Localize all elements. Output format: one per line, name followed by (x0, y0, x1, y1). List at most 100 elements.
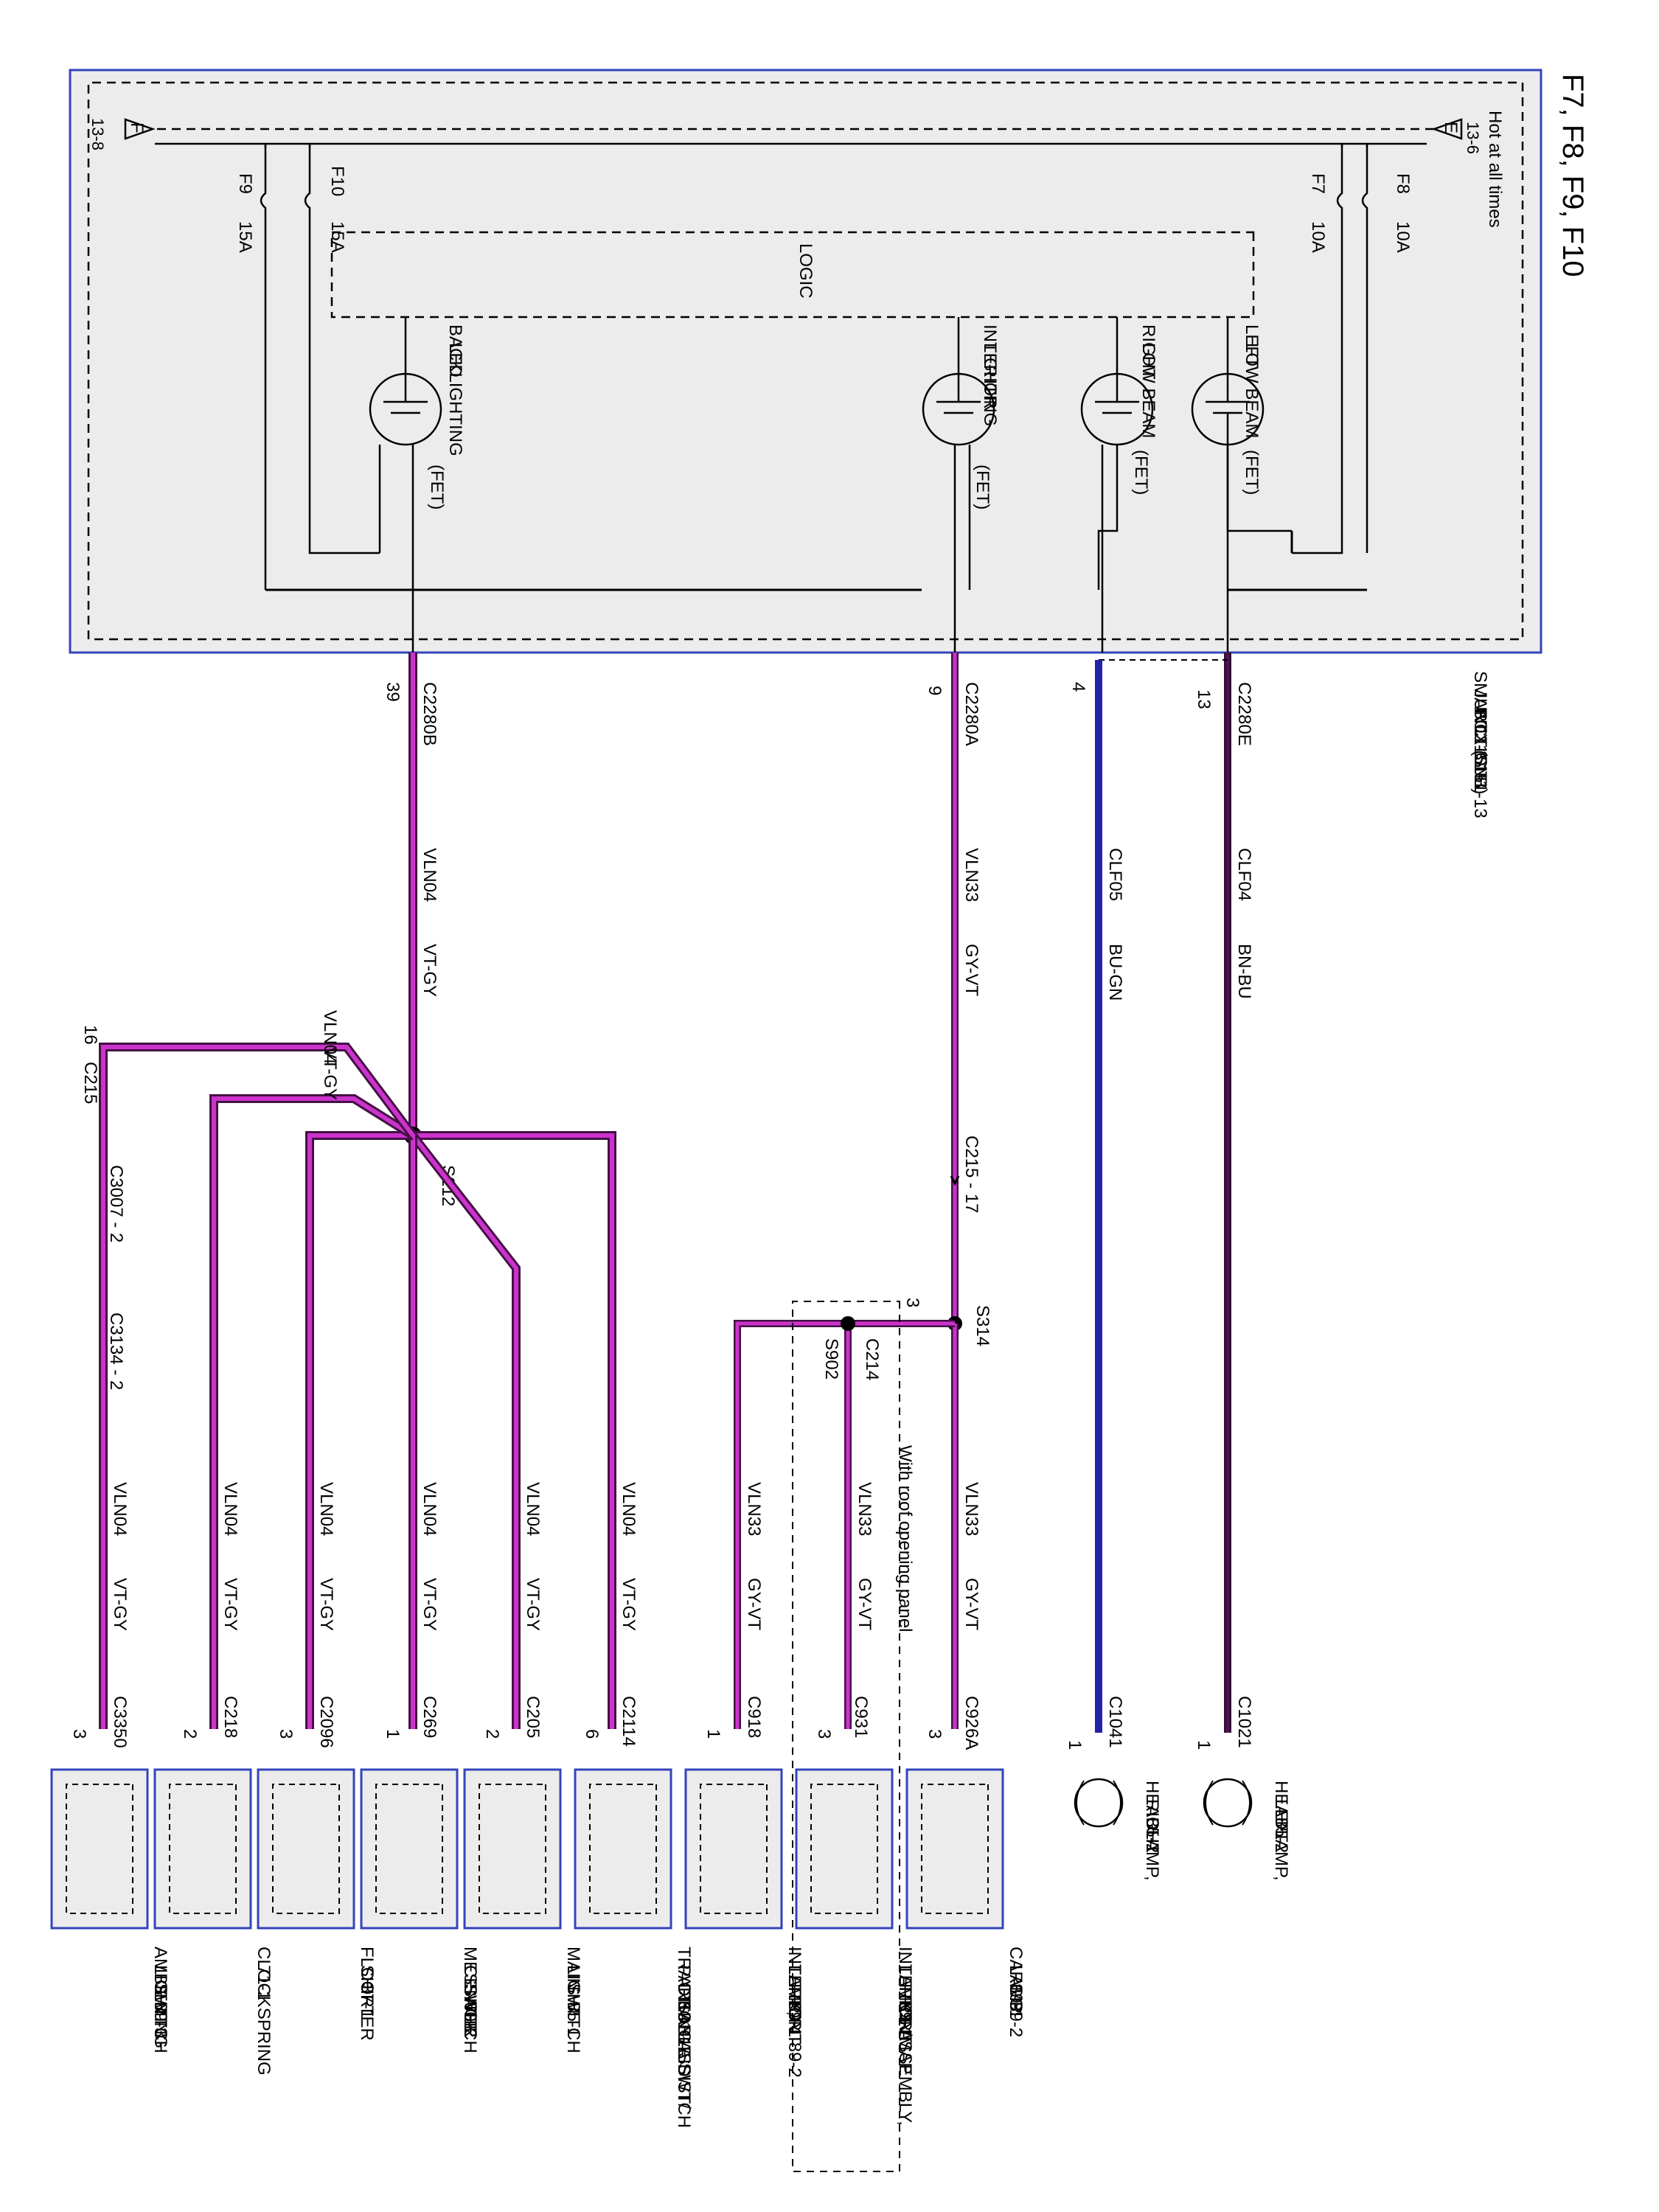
svg-text:LIGHTING: LIGHTING (980, 343, 1000, 426)
svg-text:VLN33: VLN33 (961, 848, 981, 902)
svg-text:INTERIOR: INTERIOR (785, 1947, 804, 2031)
svg-text:JUNCTION: JUNCTION (1470, 689, 1490, 779)
svg-text:3: 3 (925, 1729, 945, 1739)
svg-text:3: 3 (69, 1729, 89, 1739)
svg-text:1: 1 (1065, 1740, 1085, 1750)
svg-text:4: 4 (1068, 682, 1088, 692)
svg-text:GY-VT: GY-VT (744, 1578, 764, 1630)
interior-map-lamps-assembly: C931 3 INTERIOR/MAP LAMPS ASSEMBLY, FRON… (795, 1696, 915, 2126)
svg-text:RIGHT: RIGHT (1138, 324, 1158, 380)
svg-text:LIGHTING: LIGHTING (150, 1965, 170, 2048)
svg-text:VT-GY: VT-GY (220, 1578, 240, 1631)
svg-text:CENTER: CENTER (460, 1965, 480, 2038)
traction-assist-switch: C2114 6 TRACTION ASSIST/ PARKING AID DIS… (574, 1696, 694, 2128)
svg-text:MAIN: MAIN (563, 1947, 583, 1991)
svg-text:FLOOR: FLOOR (357, 1947, 377, 2008)
fuse-f8: F8 10A (1361, 144, 1413, 553)
branch-wire-labels: VLN33 GY-VT VLN33 GY-VT VLN33 GY-VT VLN0… (110, 1482, 981, 1631)
svg-text:CLOCKSPRING: CLOCKSPRING (254, 1947, 274, 2076)
svg-text:TRACTION ASSIST/: TRACTION ASSIST/ (674, 1947, 694, 2109)
svg-text:60-2: 60-2 (460, 2002, 480, 2037)
svg-text:VT-GY: VT-GY (420, 1578, 439, 1631)
svg-text:SWITCH: SWITCH (460, 1983, 480, 2053)
sjb-inner-dashed (87, 81, 1524, 641)
svg-text:151-1: 151-1 (1470, 745, 1490, 790)
svg-text:(FET): (FET) (427, 465, 447, 509)
svg-text:131-1: 131-1 (674, 2002, 694, 2047)
svg-text:GY-VT: GY-VT (855, 1578, 874, 1630)
s212-branches (99, 1043, 616, 1729)
svg-text:LOW BEAM: LOW BEAM (1138, 343, 1158, 438)
sjb-internal-wiring (265, 531, 1367, 591)
svg-text:C3350: C3350 (110, 1696, 130, 1748)
svg-text:3: 3 (276, 1729, 296, 1739)
svg-text:LEFT: LEFT (1242, 324, 1262, 368)
svg-text:GY-VT: GY-VT (961, 1578, 981, 1630)
svg-text:89-3: 89-3 (150, 2002, 170, 2037)
svg-text:GY-VT: GY-VT (961, 944, 981, 996)
svg-text:1: 1 (1194, 1740, 1214, 1750)
ambient-lighting-switch: C3350 3 AMBIENT LIGHTING SWITCH 89-3 (50, 1696, 170, 2053)
svg-text:CARGO: CARGO (1006, 1947, 1026, 2011)
svg-text:C215 - 17: C215 - 17 (961, 1135, 981, 1213)
svg-text:1: 1 (703, 1729, 723, 1739)
svg-text:1: 1 (383, 1729, 403, 1739)
svg-text:DISABLE SWTCH: DISABLE SWTCH (674, 1983, 694, 2128)
fet-right-low-beam: RIGHT LOW BEAM (FET) (1080, 317, 1158, 653)
svg-text:13-6: 13-6 (1464, 122, 1482, 154)
svg-text:CLF04: CLF04 (1234, 848, 1254, 901)
svg-text:39: 39 (383, 682, 403, 702)
svg-text:VLN04: VLN04 (420, 848, 439, 902)
page-title: F7, F8, F9, F10 (1557, 74, 1589, 277)
svg-text:SWITCH: SWITCH (150, 1983, 170, 2053)
svg-text:C1021: C1021 (1234, 1696, 1254, 1748)
sjb-box (69, 69, 1543, 654)
logic-label: LOGIC (796, 243, 815, 299)
svg-text:BACKLIGHTING: BACKLIGHTING (445, 324, 465, 456)
svg-text:S314: S314 (973, 1305, 992, 1346)
svg-text:VT-GY: VT-GY (316, 1578, 336, 1631)
svg-text:C2096: C2096 (316, 1696, 336, 1748)
svg-text:VLN33: VLN33 (744, 1482, 764, 1536)
svg-text:C2280B: C2280B (420, 682, 439, 746)
svg-text:SHIFTER: SHIFTER (357, 1965, 377, 2041)
svg-text:INTERIOR/MAP: INTERIOR/MAP (895, 1947, 915, 2074)
svg-text:C215: C215 (80, 1062, 100, 1104)
svg-text:SWITCH: SWITCH (563, 1983, 583, 2053)
svg-text:HEADLAMP,: HEADLAMP, (1271, 1781, 1291, 1881)
svg-text:LOW BEAM: LOW BEAM (1242, 343, 1262, 438)
hot-at-all-times-label: Hot at all times (1485, 111, 1505, 228)
c215-connector: VLN04 VT-GY 16 C215 C3007 - 2 C3134 - 2 (80, 1010, 340, 1390)
svg-text:F9: F9 (235, 173, 255, 194)
svg-text:C269: C269 (420, 1696, 439, 1738)
svg-text:15A: 15A (327, 221, 347, 253)
svg-text:89-1 89-2: 89-1 89-2 (785, 2002, 804, 2078)
wire-vln04-main: C2280B 39 VLN04 VT-GY (383, 653, 439, 1135)
svg-text:VLN04: VLN04 (523, 1482, 543, 1536)
svg-text:3: 3 (902, 1298, 922, 1307)
svg-text:C931: C931 (851, 1696, 871, 1738)
svg-text:16: 16 (80, 1025, 100, 1045)
svg-text:LIGHT: LIGHT (563, 1965, 583, 2017)
fuse-f9: F9 15A (235, 144, 267, 590)
svg-text:89-1: 89-1 (1006, 1983, 1026, 2019)
svg-text:C3007 - 2: C3007 - 2 (106, 1165, 126, 1242)
svg-text:VLN04: VLN04 (420, 1482, 439, 1536)
svg-text:10A: 10A (1393, 221, 1413, 253)
svg-text:S902: S902 (821, 1338, 841, 1380)
sjb-label: SMART JUNCTION BOX (SJB) 11-3 151-1 151-… (1470, 671, 1490, 818)
svg-text:C1041: C1041 (1105, 1696, 1125, 1748)
svg-text:VT-GY: VT-GY (110, 1578, 130, 1631)
svg-text:VT-GY: VT-GY (420, 944, 439, 997)
svg-text:F8: F8 (1393, 173, 1413, 194)
floor-shifter: C2096 3 FLOOR SHIFTER 37-1 (257, 1696, 377, 2041)
wire-clf05: 4 CLF05 BU-GN (1068, 659, 1228, 1733)
headlamp-left: C1021 1 HEADLAMP, LEFT 85-2 (1194, 1696, 1291, 1881)
fuse-f7: F7 10A (1292, 144, 1343, 554)
s314-branch: C214 3 S902 With roof opening panel (734, 1298, 959, 2172)
svg-text:F7: F7 (1308, 173, 1328, 194)
svg-text:SMART: SMART (1470, 671, 1490, 733)
svg-text:C918: C918 (744, 1696, 764, 1738)
logic-block (330, 231, 1255, 319)
svg-text:C2114: C2114 (619, 1696, 639, 1747)
